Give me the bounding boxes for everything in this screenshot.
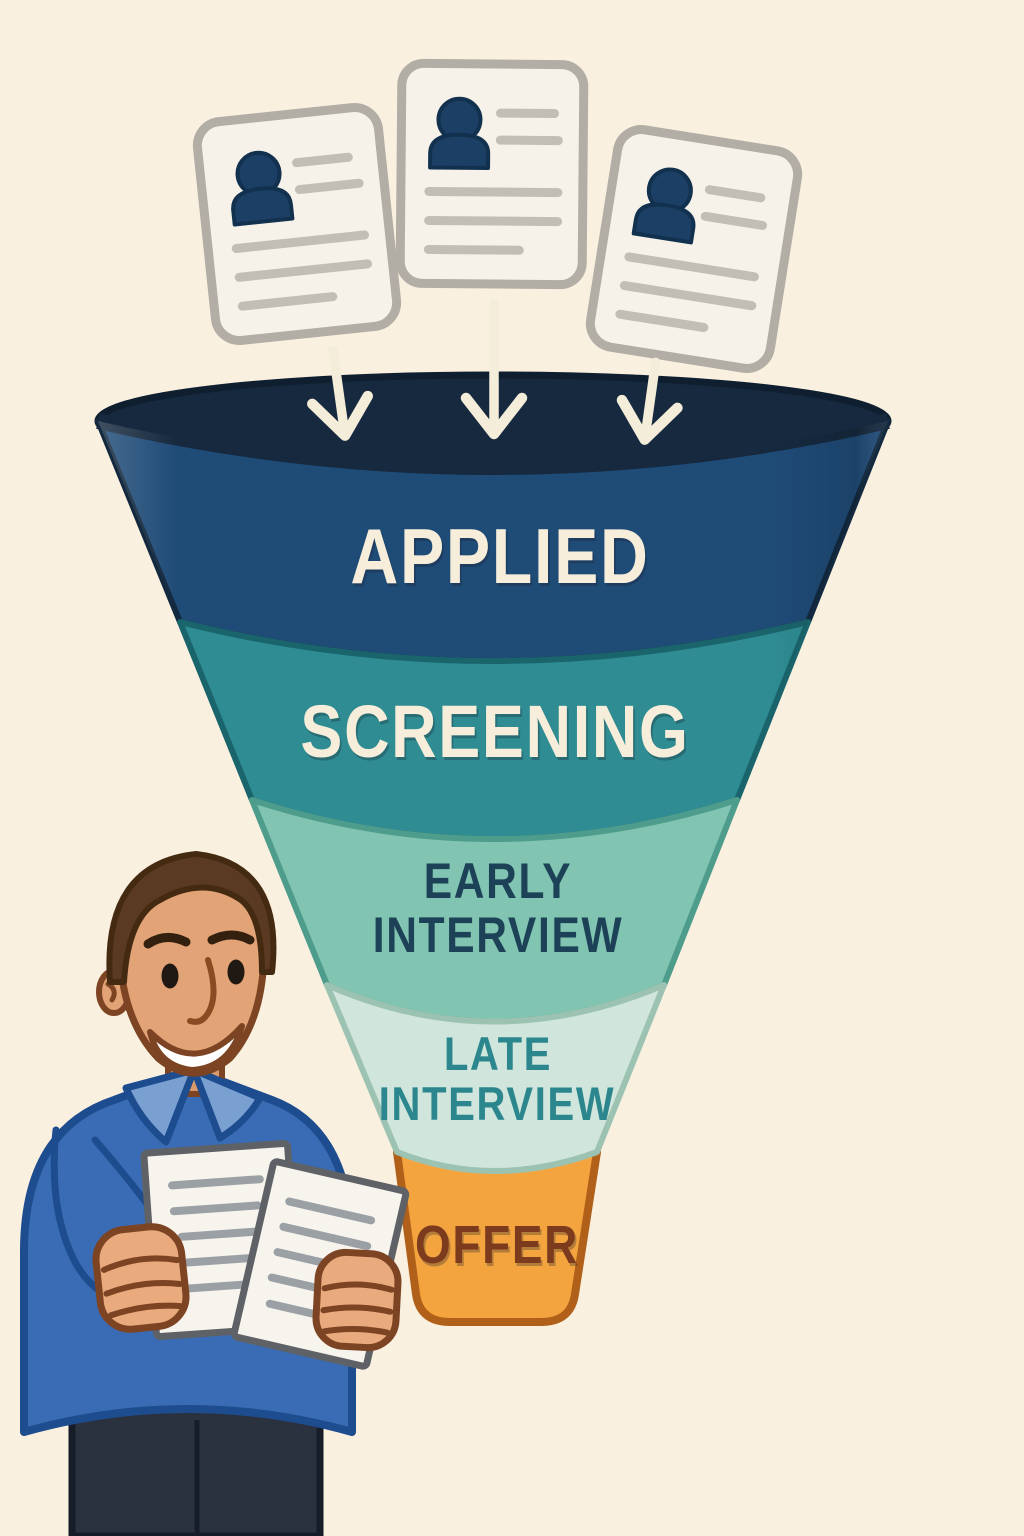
funnel-shading bbox=[98, 421, 888, 1171]
recruiter-hand-right bbox=[312, 1248, 402, 1352]
arrow-down-icon-left bbox=[307, 345, 373, 441]
recruiter-collar bbox=[122, 1066, 264, 1146]
funnel-stage-offer bbox=[393, 1148, 601, 1326]
stage-label-applied: APPLIED bbox=[350, 513, 649, 600]
resume-text-lines bbox=[615, 185, 768, 333]
arrow-down-icon-right bbox=[616, 357, 683, 445]
recruiter-person bbox=[20, 851, 410, 1536]
stage-label-screening: SCREENING bbox=[300, 690, 689, 773]
recruiter-eyebrows bbox=[143, 930, 255, 949]
recruiter-mouth bbox=[147, 1023, 245, 1073]
funnel-rim-lip bbox=[96, 413, 890, 475]
resume-card-3 bbox=[585, 125, 803, 373]
stage-label-late-interview-line2: INTERVIEW bbox=[379, 1079, 615, 1131]
arrow-down-icon-center bbox=[460, 299, 528, 440]
recruiter-ear-inner bbox=[105, 981, 117, 1003]
resume-person-icon bbox=[231, 150, 295, 227]
resume-text-lines bbox=[231, 152, 373, 311]
recruiter-eyes bbox=[161, 959, 245, 989]
funnel: APPLIED SCREENING EARLY INTERVIEW LATE I… bbox=[94, 371, 892, 1326]
resume-text-lines bbox=[423, 108, 563, 255]
recruiter-nose bbox=[187, 957, 217, 1025]
resume-card-1 bbox=[192, 102, 402, 346]
stage-label-offer: OFFER bbox=[415, 1215, 579, 1275]
resume-person-icon bbox=[631, 167, 696, 245]
stage-label-early-interview-line1: EARLY bbox=[424, 853, 573, 909]
recruiter-hair bbox=[106, 851, 277, 985]
resume-card-2 bbox=[395, 58, 589, 290]
resume-person-icon bbox=[428, 96, 491, 170]
recruiter-hand-left bbox=[92, 1223, 190, 1333]
stage-label-early-interview-line2: INTERVIEW bbox=[373, 907, 624, 963]
recruiter-head bbox=[96, 851, 277, 1077]
stage-label-late-interview-line1: LATE bbox=[444, 1029, 552, 1081]
